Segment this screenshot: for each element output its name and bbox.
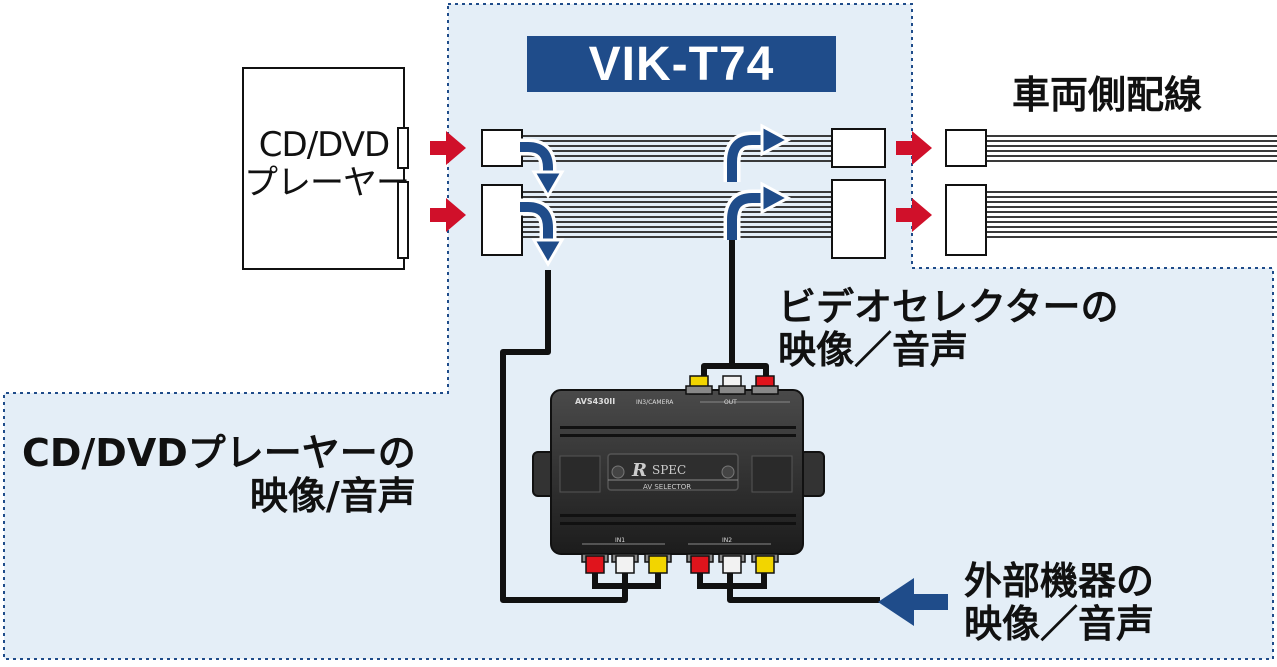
cable-in2-loop	[697, 572, 767, 589]
dvd-av-label-line2: 映像/音声	[249, 473, 416, 518]
red-arrow-in-top	[430, 131, 466, 165]
cable-in1-loop	[592, 572, 661, 589]
red-arrow-in-bottom	[430, 198, 466, 232]
selector-brand-sub: AV SELECTOR	[643, 483, 691, 491]
vehicle-connector-top	[945, 129, 987, 167]
red-arrow-out-bottom	[896, 198, 932, 232]
selector-av-label-line2: 映像／音声	[778, 327, 969, 372]
selector-in3-label: IN3/CAMERA	[636, 399, 674, 406]
blue-arrow-return-bottom	[723, 181, 792, 240]
selector-model-text: AVS430II	[575, 397, 615, 406]
blue-arrow-external	[878, 578, 948, 626]
cable-external-to-selector	[727, 570, 880, 603]
blue-arrow-divert-bottom	[520, 198, 565, 267]
player-port-bottom	[397, 181, 409, 259]
player-label-line1: CD/DVD	[258, 125, 390, 165]
blue-arrow-divert-top	[520, 138, 565, 199]
dvd-av-label-line1: CD/DVDプレーヤーの	[22, 431, 416, 475]
model-badge: VIK-T74	[527, 36, 836, 92]
cable-player-to-selector	[500, 270, 628, 603]
kit-connector-out-top	[831, 128, 886, 168]
player-label-line2: プレーヤー	[244, 163, 410, 204]
vehicle-wiring-label: 車両側配線	[1012, 73, 1203, 117]
red-arrow-out-top	[896, 131, 932, 165]
vehicle-connector-bottom	[945, 184, 987, 256]
selector-in2-label: IN2	[722, 537, 732, 544]
av-selector-device: AVS430II IN3/CAMERA OUT R SPEC AV SELECT…	[532, 389, 825, 555]
player-port-top	[397, 127, 409, 169]
harness-bottom	[520, 191, 832, 238]
selector-brand-r: R	[631, 460, 647, 481]
rca-in2-plugs	[686, 553, 779, 574]
external-av-label: 外部機器の 映像／音声	[964, 560, 1154, 645]
kit-region	[3, 3, 1274, 660]
external-av-label-line2: 映像／音声	[964, 601, 1155, 646]
selector-brand-spec: SPEC	[652, 463, 686, 477]
selector-av-label: ビデオセレクターの 映像／音声	[778, 286, 1118, 371]
player-label: CD/DVD プレーヤー	[244, 125, 410, 204]
kit-connector-in-top	[481, 129, 523, 167]
rca-out-plugs	[685, 375, 779, 395]
cable-selector-out	[701, 240, 769, 378]
selector-in1-label: IN1	[615, 537, 625, 544]
selector-av-label-line1: ビデオセレクターの	[778, 285, 1119, 329]
dvd-av-label: CD/DVDプレーヤーの 映像/音声	[22, 432, 416, 517]
external-av-label-line1: 外部機器の	[964, 559, 1155, 603]
kit-connector-out-bottom	[831, 179, 886, 259]
blue-arrow-return-top	[723, 123, 792, 182]
rca-in1-plugs	[581, 553, 672, 574]
kit-connector-in-bottom	[481, 184, 523, 256]
vehicle-harness-bottom	[986, 191, 1277, 238]
selector-out-label: OUT	[724, 399, 737, 406]
vehicle-harness-top	[986, 135, 1277, 162]
